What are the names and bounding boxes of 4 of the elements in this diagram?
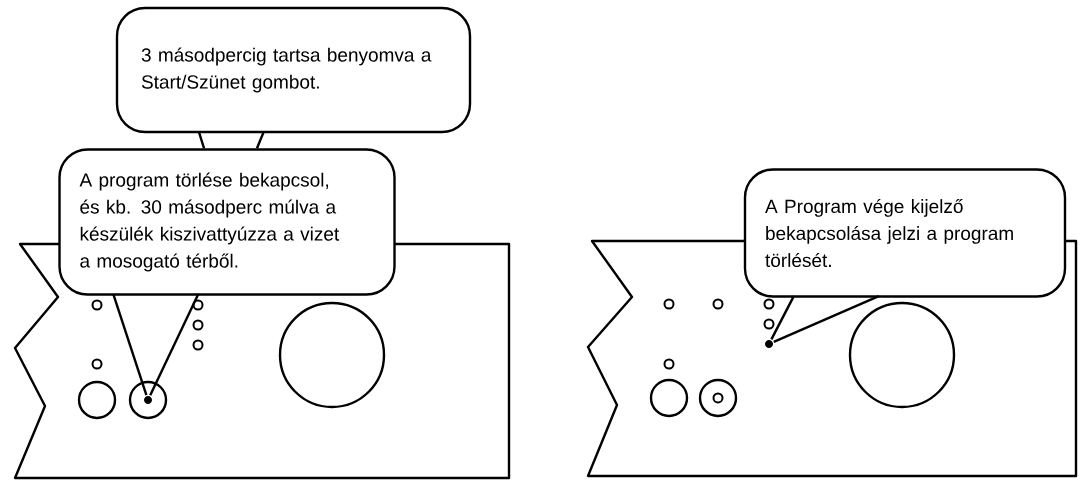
bubble-tail [197, 131, 265, 149]
speech-bubble: 3 másodpercig tartsa benyomva a Start/Szünet gombot. [115, 6, 472, 134]
speech-bubble: A program törlése bekapcsol, és kb. 30 másodperc múlva a készülék kiszivattyúzza a vizet a mosogató térből. [58, 148, 396, 296]
speech-bubble: A Program vége kijelző bekapcsolása jelzi a program törlését. [743, 168, 1067, 298]
